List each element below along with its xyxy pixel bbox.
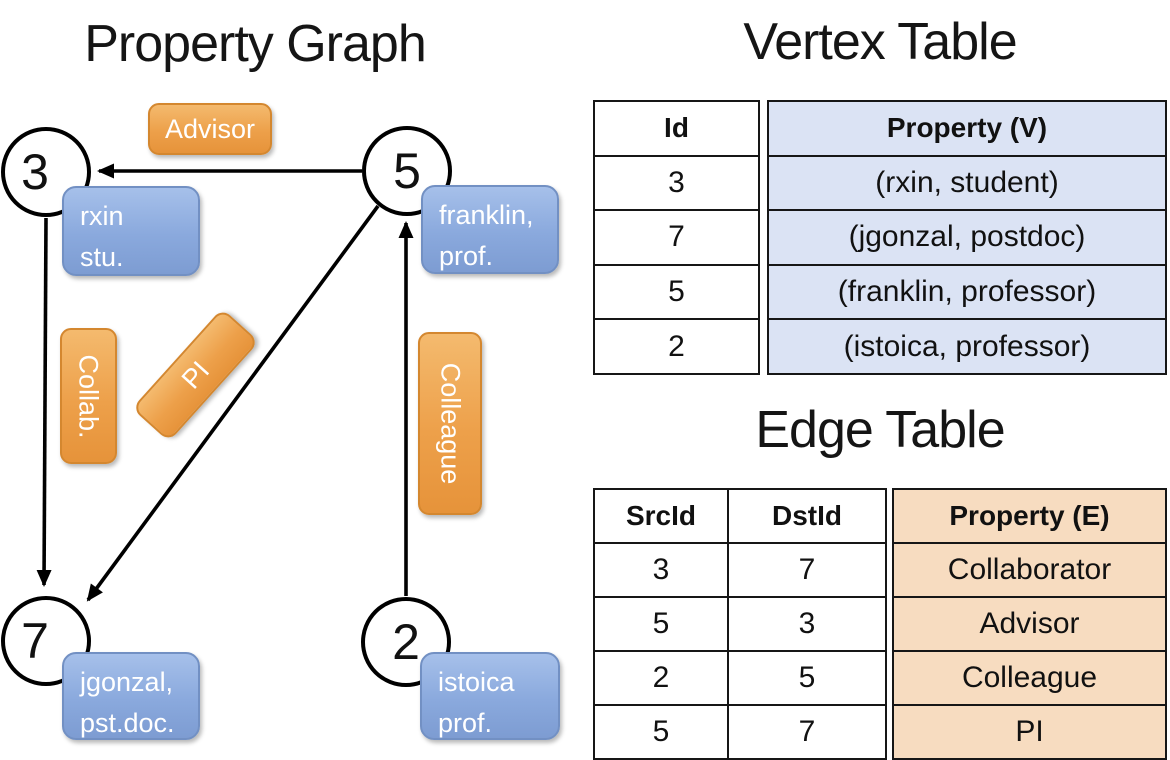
table-cell: 2: [593, 318, 760, 375]
vertex-property-line: jgonzal,: [80, 667, 174, 697]
vertex-property-line: franklin,: [439, 200, 534, 230]
table-cell: (franklin, professor): [767, 263, 1167, 321]
vertex-id-label: 2: [392, 614, 420, 670]
edge-label-text: PI: [175, 355, 215, 395]
table-row: (jgonzal, postdoc): [767, 209, 1167, 266]
vertex-id-label: 7: [21, 613, 49, 669]
table-row: Advisor: [892, 596, 1167, 652]
table-cell: 3: [593, 154, 760, 212]
table-row: 7: [593, 209, 760, 266]
table-row: (rxin, student): [767, 154, 1167, 212]
column-header: Property (E): [892, 488, 1167, 544]
table-row: Colleague: [892, 650, 1167, 706]
vertex-property-box-jgonzal: jgonzal, pst.doc.: [62, 652, 200, 740]
edge-label-colleague: Colleague: [418, 332, 482, 515]
vertex-property-line: stu.: [80, 241, 124, 272]
vertex-property-line: prof.: [439, 240, 494, 271]
table-cell: 7: [593, 209, 760, 266]
table-cell: Advisor: [892, 596, 1167, 652]
table-cell: 5: [593, 263, 760, 321]
column-header: SrcId: [593, 488, 729, 544]
column-header: Property (V): [767, 100, 1167, 157]
vertex-property-box-franklin: franklin, prof.: [421, 185, 559, 274]
table-cell: 7: [727, 704, 887, 760]
edge-pi-5-to-7: [86, 204, 380, 602]
table-cell: 7: [727, 542, 887, 598]
table-header-row: Property (E): [892, 488, 1167, 544]
vertex-node-5: 5: [362, 126, 452, 216]
table-cell: 5: [593, 704, 729, 760]
vertex-table-title: Vertex Table: [743, 13, 1017, 71]
vertex-property-line: rxin: [80, 201, 124, 231]
table-row: PI: [892, 704, 1167, 760]
table-row: 5: [593, 263, 760, 321]
table-cell: Colleague: [892, 650, 1167, 706]
table-header-row: Id: [593, 100, 760, 157]
edge-label-text: Colleague: [435, 362, 466, 485]
vertex-node-2: 2: [361, 597, 451, 687]
table-cell: PI: [892, 704, 1167, 760]
table-cell: (istoica, professor): [767, 318, 1167, 375]
table-row: 3: [593, 154, 760, 212]
graph-edge-arrows: [36, 163, 414, 602]
vertex-table-property-column: Property (V)(rxin, student)(jgonzal, pos…: [767, 100, 1167, 375]
property-graph-title: Property Graph: [84, 15, 427, 73]
table-cell: 5: [593, 596, 729, 652]
table-cell: 3: [727, 596, 887, 652]
vertex-id-label: 3: [21, 144, 49, 200]
vertex-property-line: istoica: [438, 667, 515, 697]
vertex-property-line: pst.doc.: [80, 707, 175, 738]
table-row: 2: [593, 318, 760, 375]
table-row: (istoica, professor): [767, 318, 1167, 375]
table-cell: 5: [727, 650, 887, 706]
table-row: Collaborator: [892, 542, 1167, 598]
table-row: (franklin, professor): [767, 263, 1167, 321]
table-header-row: Property (V): [767, 100, 1167, 157]
edge-label-text: Advisor: [164, 113, 256, 144]
vertex-property-line: prof.: [438, 707, 493, 738]
edge-label-text: Collab.: [74, 353, 105, 439]
column-header: DstId: [727, 488, 887, 544]
vertex-id-label: 5: [393, 143, 421, 199]
edge-collab-3-to-7: [36, 217, 52, 587]
table-cell: 3: [593, 542, 729, 598]
edge-table-title: Edge Table: [755, 401, 1005, 459]
edge-label-collab: Collab.: [60, 328, 117, 464]
vertex-property-box-rxin: rxin stu.: [62, 186, 200, 276]
column-header: Id: [593, 100, 760, 157]
vertex-property-box-istoica: istoica prof.: [420, 652, 560, 740]
edge-label-advisor: Advisor: [148, 103, 272, 155]
table-cell: (jgonzal, postdoc): [767, 209, 1167, 266]
table-cell: (rxin, student): [767, 154, 1167, 212]
table-cell: Collaborator: [892, 542, 1167, 598]
table-cell: 2: [593, 650, 729, 706]
